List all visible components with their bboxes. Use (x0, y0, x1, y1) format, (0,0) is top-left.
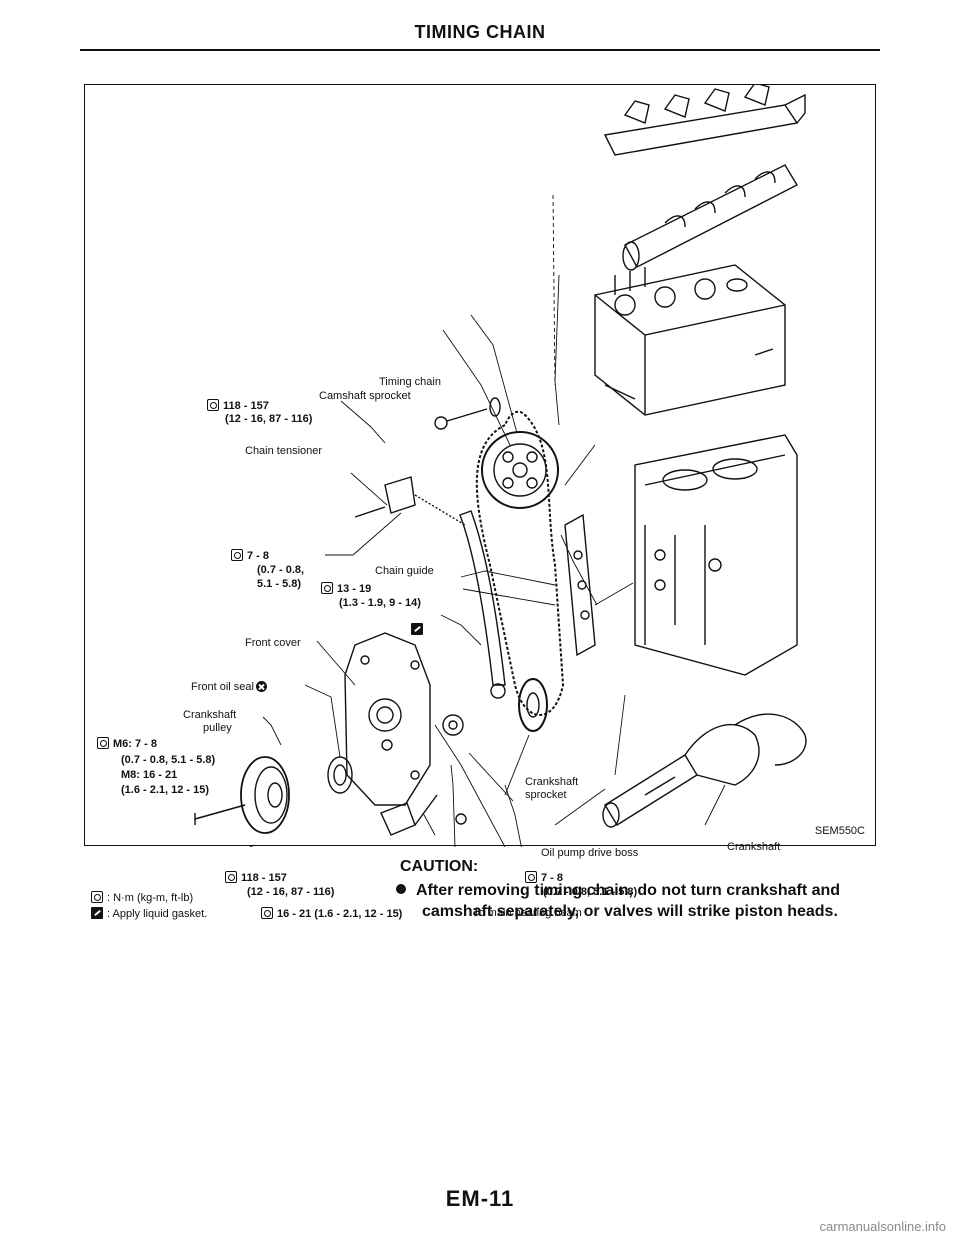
torque-cover: M6: 7 - 8 (97, 737, 157, 751)
torque-wrench-icon (261, 907, 273, 919)
torque-cover-detail-3: (1.6 - 2.1, 12 - 15) (121, 784, 210, 796)
label-to-main-bearing-beam: To main bearing beam (473, 907, 582, 919)
torque-value: 13 - 19 (337, 583, 372, 595)
page-number: EM-11 (445, 1186, 515, 1211)
camshaft (622, 164, 798, 271)
label-chain-tensioner: Chain tensioner (245, 445, 323, 457)
label-crankshaft-sprocket-2: sprocket (525, 789, 567, 801)
torque-wrench-icon (225, 871, 237, 883)
caution-line-1: After removing timing chain, do not turn… (416, 882, 841, 899)
label-camshaft-sprocket: Camshaft sprocket (319, 390, 411, 402)
torque-wrench-icon (525, 871, 537, 883)
cylinder-head (594, 264, 786, 416)
torque-boss: 7 - 8 (525, 871, 563, 885)
torque-wrench-icon (231, 549, 243, 561)
torque-sprocket-bolt: 118 - 157 (207, 399, 269, 413)
crankshaft-pulley-drawing (194, 756, 290, 834)
label-front-oil-seal-text: Front oil seal (191, 681, 254, 693)
timing-chain-drawing (475, 410, 565, 716)
label-front-cover: Front cover (245, 637, 301, 649)
torque-beam-bolt: 16 - 21 (1.6 - 2.1, 12 - 15) (261, 907, 402, 921)
label-crankshaft: Crankshaft (727, 841, 781, 853)
figure-code: SEM550C (814, 825, 865, 837)
crankshaft-sprocket-drawing (518, 678, 548, 732)
label-crankshaft-pulley-1: Crankshaft (183, 709, 237, 721)
watermark: carmanualsonline.info (819, 1219, 946, 1234)
caution-line-2: camshaft separately, or valves will stri… (422, 903, 838, 920)
torque-sprocket-bolt-detail: (12 - 16, 87 - 116) (225, 413, 313, 425)
gasket-marker (411, 623, 427, 637)
label-chain-guide: Chain guide (375, 565, 434, 577)
label-front-oil-seal: Front oil seal (191, 681, 267, 694)
torque-value: 7 - 8 (541, 872, 564, 884)
legend-gasket: : Apply liquid gasket. (91, 907, 207, 921)
torque-tensioner-detail-1: (0.7 - 0.8, (257, 564, 305, 576)
caution-body: After removing timing chain, do not turn… (396, 880, 876, 922)
page-title: TIMING CHAIN (414, 22, 546, 42)
liquid-gasket-icon (91, 907, 103, 919)
torque-tensioner-detail-2: 5.1 - 5.8) (257, 578, 302, 590)
oil-seal-drawing (327, 756, 353, 794)
label-oil-pump-drive-boss: Oil pump drive boss (541, 847, 639, 859)
liquid-gasket-icon (411, 623, 423, 635)
torque-cover-detail-2: M8: 16 - 21 (121, 769, 178, 781)
crankshaft-drawing (602, 713, 807, 828)
torque-value: M6: 7 - 8 (113, 738, 158, 750)
caution-title: CAUTION: (400, 858, 479, 875)
exploded-diagram: Timing chain Camshaft sprocket 118 - 157… (84, 84, 876, 920)
label-crankshaft-sprocket-1: Crankshaft (525, 776, 579, 788)
label-crankshaft-pulley-2: pulley (203, 722, 232, 734)
torque-wrench-icon (97, 737, 109, 749)
bullet-icon (396, 884, 406, 894)
torque-cover-detail-1: (0.7 - 0.8, 5.1 - 5.8) (121, 754, 216, 766)
legend-torque-text: : N·m (kg-m, ft-lb) (107, 892, 194, 904)
exploded-drawing (194, 85, 807, 847)
torque-guide: 13 - 19 (321, 582, 371, 596)
torque-tensioner: 7 - 8 (231, 549, 269, 563)
torque-pulley-bolt: 118 - 157 (225, 871, 287, 885)
front-cover-drawing (344, 632, 431, 806)
legend-gasket-text: : Apply liquid gasket. (107, 908, 208, 920)
replace-part-icon (255, 681, 267, 692)
camshaft-sprocket-drawing (481, 431, 559, 509)
cylinder-block (634, 434, 798, 676)
torque-pulley-bolt-detail: (12 - 16, 87 - 116) (247, 886, 335, 898)
torque-value: 7 - 8 (247, 550, 270, 562)
rocker-shaft-assembly (603, 85, 806, 156)
torque-wrench-icon (321, 582, 333, 594)
chain-tensioner-drawing (354, 397, 501, 526)
torque-value: 16 - 21 (1.6 - 2.1, 12 - 15) (277, 908, 403, 920)
torque-boss-detail: (0.7 - 0.8, 5.1 - 5.8) (543, 886, 638, 898)
torque-guide-detail: (1.3 - 1.9, 9 - 14) (339, 597, 421, 609)
oil-pump-drive-boss-drawing (380, 714, 467, 836)
torque-value: 118 - 157 (241, 872, 287, 884)
torque-wrench-icon (91, 891, 103, 903)
chain-guide-drawing (459, 510, 596, 699)
torque-wrench-icon (207, 399, 219, 411)
title-rule (80, 49, 880, 51)
legend-torque: : N·m (kg-m, ft-lb) (91, 891, 193, 905)
label-timing-chain: Timing chain (379, 376, 441, 388)
torque-value: 118 - 157 (223, 400, 269, 412)
